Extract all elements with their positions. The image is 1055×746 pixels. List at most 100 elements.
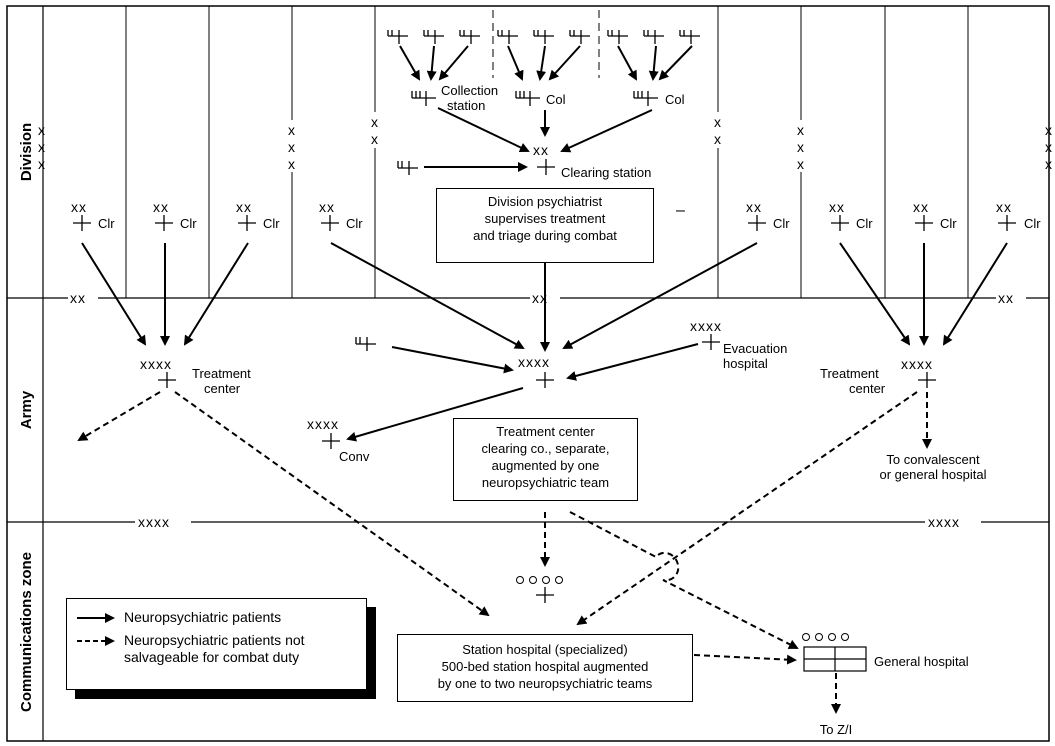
- boundary-xxx: x: [1045, 122, 1053, 138]
- svg-text:xx: xx: [746, 199, 762, 215]
- svg-text:Treatment: Treatment: [192, 366, 251, 381]
- boundary-xxx: x: [288, 139, 296, 155]
- svg-text:hospital: hospital: [723, 356, 768, 371]
- zone-label-army: Army: [18, 390, 35, 429]
- to-convalescent-label: To convalescent: [886, 452, 980, 467]
- svg-text:Treatment: Treatment: [820, 366, 879, 381]
- station-hospital-box: Station hospital (specialized) 500-bed s…: [397, 634, 693, 702]
- box-line: Division psychiatrist: [487, 194, 603, 209]
- box-line: clearing co., separate,: [481, 441, 610, 456]
- solid-arrow-icon: [77, 613, 115, 623]
- box-line: 500-bed station hospital augmented: [441, 659, 649, 674]
- oooo-unit-center: [516, 576, 563, 603]
- svg-text:xxxx: xxxx: [690, 318, 722, 334]
- collection-station-label: Collection: [441, 83, 498, 98]
- legend-solid-label: Neuropsychiatric patients: [124, 609, 282, 625]
- boundary-xxx: x: [797, 139, 805, 155]
- boundary-xxx: x: [797, 122, 805, 138]
- svg-text:xx: xx: [319, 199, 335, 215]
- svg-text:xxxx: xxxx: [901, 356, 933, 372]
- svg-text:xx: xx: [236, 199, 252, 215]
- dash-mark: –: [676, 202, 685, 219]
- boundary-xx: x: [714, 114, 722, 130]
- boundary-xxx: x: [288, 156, 296, 172]
- to-convalescent-label: or general hospital: [880, 467, 987, 482]
- svg-text:xxxx: xxxx: [518, 354, 550, 370]
- dashed-patient-flow: [77, 391, 932, 714]
- clearing-station: xx Clearing station: [533, 142, 651, 180]
- svg-text:Clr: Clr: [263, 216, 280, 231]
- box-line: augmented by one: [491, 458, 600, 473]
- general-hospital-label: General hospital: [874, 654, 969, 669]
- boundary-xxx: x: [797, 156, 805, 172]
- svg-text:xx: xx: [913, 199, 929, 215]
- collection-labels: Collection station Col Col: [441, 83, 685, 113]
- box-line: neuropsychiatric team: [481, 475, 610, 490]
- col-label: Col: [665, 92, 685, 107]
- svg-text:Clr: Clr: [856, 216, 873, 231]
- svg-text:xx: xx: [153, 199, 169, 215]
- svg-text:Clr: Clr: [98, 216, 115, 231]
- aid-station-symbols: [355, 30, 700, 351]
- boundary-xx: x: [371, 114, 379, 130]
- treatment-center-central: xxxx: [518, 354, 554, 388]
- svg-text:center: center: [849, 381, 886, 396]
- svg-text:xx: xx: [829, 199, 845, 215]
- svg-text:center: center: [204, 381, 241, 396]
- commzone-units: General hospital To Z/I: [516, 576, 969, 737]
- svg-text:Clr: Clr: [346, 216, 363, 231]
- corps-boundary-markers: x x x x x x x x x x x x x x x x: [38, 112, 1053, 172]
- legend-dashed-label: Neuropsychiatric patients not salvageabl…: [124, 632, 305, 665]
- zone-label-division: Division: [18, 123, 35, 181]
- treatment-center-right: xxxx Treatment center: [820, 356, 936, 396]
- horizontal-boundary-labels: xx xx xx xxxx xxxx: [68, 290, 1026, 530]
- box-line: supervises treatment: [484, 211, 606, 226]
- box-line: and triage during combat: [473, 228, 617, 243]
- division-sector-lines: [125, 6, 969, 298]
- boundary-xx: x: [371, 131, 379, 147]
- convalescent-unit: xxxx Conv: [307, 416, 370, 464]
- solid-patient-flow: [81, 45, 1008, 442]
- svg-text:Conv: Conv: [339, 449, 370, 464]
- treatment-center-clearing-box: Treatment center clearing co., separate,…: [453, 418, 638, 501]
- svg-text:Clr: Clr: [1024, 216, 1041, 231]
- boundary-label-xxxx: xxxx: [928, 514, 960, 530]
- box-line: Treatment center: [496, 424, 595, 439]
- svg-text:Evacuation: Evacuation: [723, 341, 787, 356]
- treatment-center-left: xxxx Treatment center: [140, 356, 251, 396]
- svg-text:xxxx: xxxx: [140, 356, 172, 372]
- to-zi-label: To Z/I: [820, 722, 853, 737]
- svg-text:xx: xx: [996, 199, 1012, 215]
- boundary-xxx: x: [1045, 139, 1053, 155]
- dashed-arrow-icon: [77, 636, 115, 646]
- svg-text:xx: xx: [71, 199, 87, 215]
- evacuation-hospital: xxxx Evacuation hospital: [690, 318, 787, 371]
- boundary-xxx: x: [38, 139, 46, 155]
- svg-text:Clr: Clr: [773, 216, 790, 231]
- boundary-xx: x: [714, 131, 722, 147]
- svg-text:Clr: Clr: [180, 216, 197, 231]
- col-label: Col: [546, 92, 566, 107]
- boundary-xxx: x: [38, 156, 46, 172]
- collection-station-label: station: [447, 98, 485, 113]
- box-line: Station hospital (specialized): [462, 642, 628, 657]
- boundary-label-xx: xx: [532, 290, 548, 306]
- boundary-xxx: x: [1045, 156, 1053, 172]
- box-line: by one to two neuropsychiatric teams: [437, 676, 653, 691]
- boundary-label-xx: xx: [998, 290, 1014, 306]
- legend: Neuropsychiatric patients Neuropsychiatr…: [66, 598, 367, 690]
- diagram-frame: [6, 5, 1050, 742]
- boundary-label-xx: xx: [70, 290, 86, 306]
- army-units: xxxx Treatment center xxxx xxxx Evacuati…: [140, 318, 987, 482]
- clearing-station-label: Clearing station: [561, 165, 651, 180]
- unit-xx: xx: [533, 142, 549, 158]
